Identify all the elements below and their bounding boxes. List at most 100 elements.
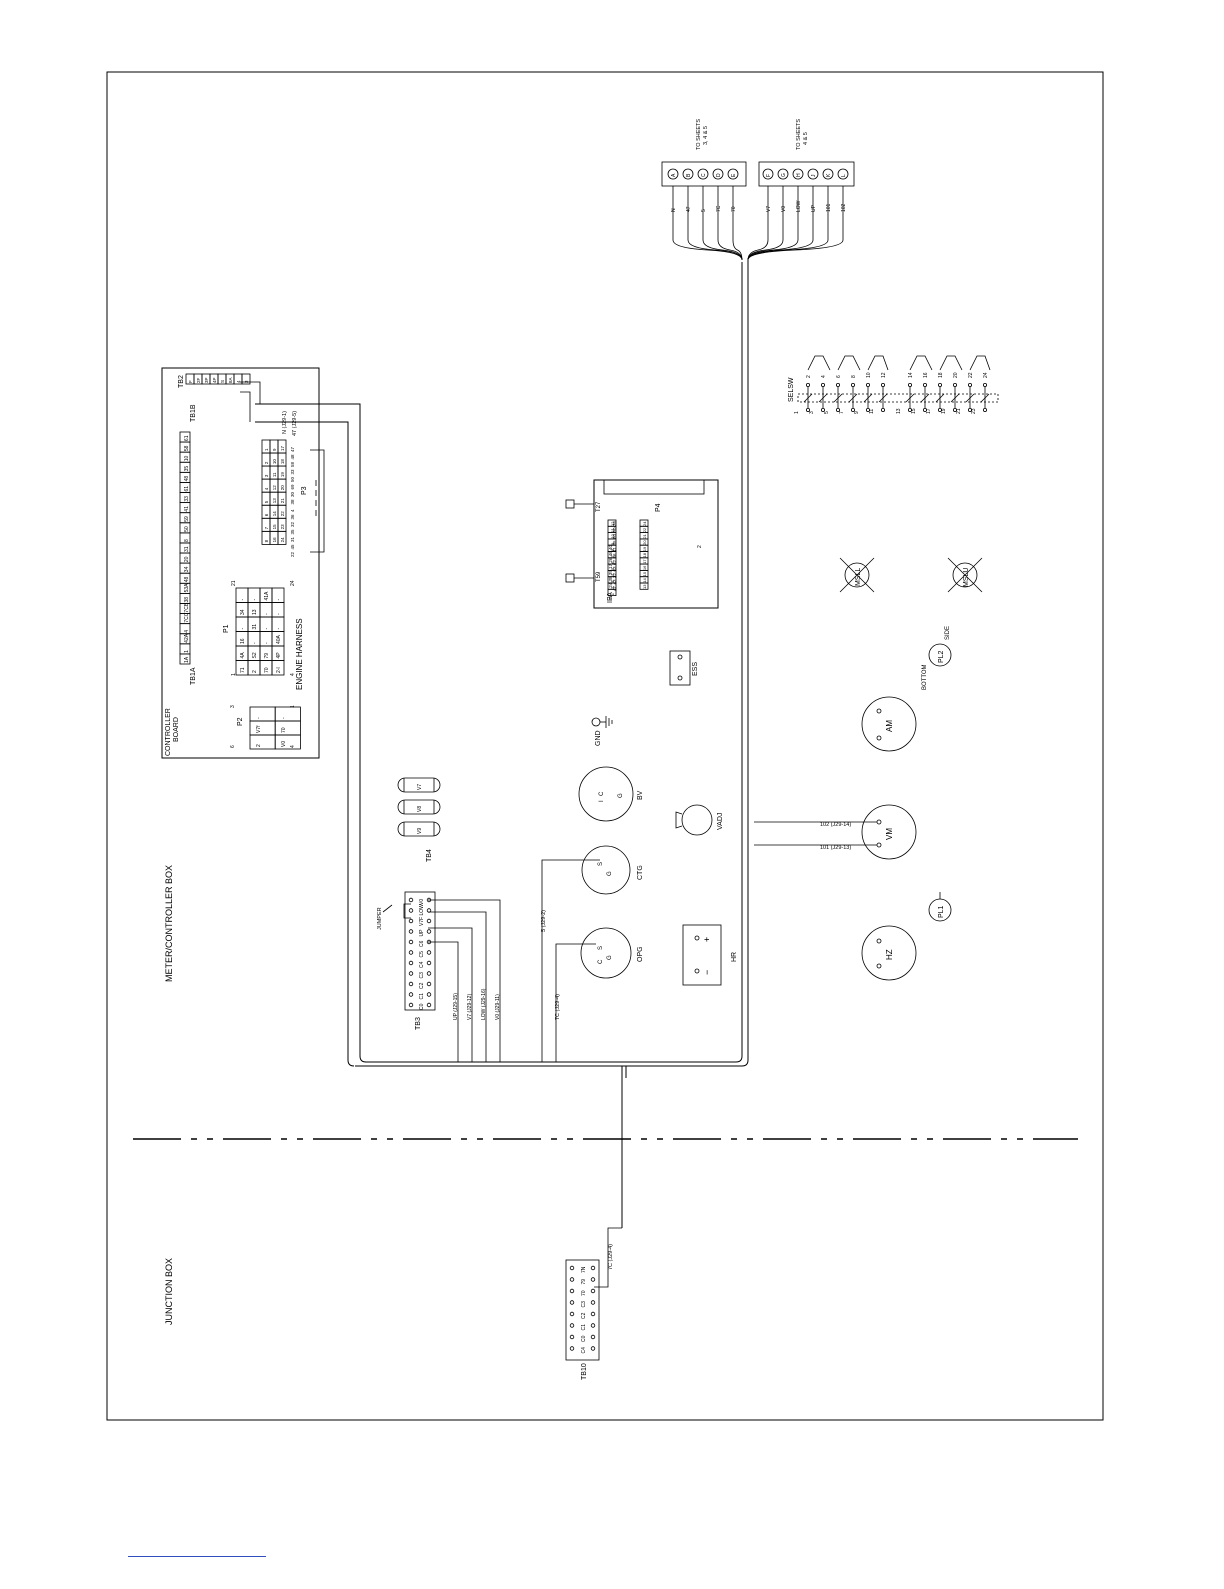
ipa-wire-label: 39	[608, 570, 613, 576]
tb3-label: TB3	[415, 1017, 422, 1030]
tb10-cell-label: 79	[581, 1279, 587, 1285]
selsw-blade	[950, 393, 960, 403]
lamp-mslu: MSLU	[947, 557, 983, 593]
selsw-contact	[938, 382, 943, 387]
tb10-cell-label: 7N	[581, 1266, 587, 1273]
t27-terminal	[565, 499, 575, 509]
selsw-contact	[836, 382, 841, 387]
tb3-terminal	[426, 929, 432, 934]
hr-term-minus	[694, 968, 700, 974]
connector-wire-label: N	[671, 208, 677, 212]
meter-controller-box-label: METER/CONTROLLER BOX	[164, 865, 174, 982]
p1-cell-label: -	[240, 628, 246, 630]
tb1-terminal-label: 1A	[184, 656, 190, 663]
tb3-terminal	[408, 918, 414, 924]
hr-label: HR	[731, 952, 738, 962]
controller-board-outline	[161, 367, 320, 759]
w47-wire-label: 47 (J29-5)	[292, 411, 298, 436]
tb1-terminal-label: 53A	[184, 583, 190, 593]
jumper-label: JUMPER	[377, 907, 383, 930]
ipa-pin-number: 17	[642, 559, 647, 564]
am-label: AM	[885, 720, 894, 732]
tb10-cell-label: 70	[581, 1290, 587, 1296]
tb10-terminal	[569, 1323, 575, 1328]
selsw-blade	[965, 393, 975, 403]
tb10-terminal	[590, 1277, 596, 1282]
am-meter	[861, 696, 917, 752]
p3-pin-number: 20	[280, 485, 285, 491]
connector-pin-d	[712, 168, 724, 180]
ipa-pin-cell	[639, 582, 649, 590]
connector-pin-label: D	[716, 173, 722, 177]
p2-pin-label: 6	[230, 745, 236, 748]
tb3-cell-label: C4	[419, 961, 425, 968]
connector-wire-label: LOW	[796, 200, 802, 212]
ipa-pin-number: 19	[642, 546, 647, 551]
pl2-bottom-label: BOTTOM	[922, 664, 928, 690]
selsw-bottom-terminal: 7	[839, 411, 845, 414]
trunk-wire-left	[365, 262, 743, 1063]
ipa-wire-label: 62	[612, 559, 617, 565]
footer-link-underline	[128, 1556, 266, 1557]
selsw-blade	[833, 393, 843, 403]
ctg-label: CTG	[637, 865, 644, 880]
tb10-cell-label: C2	[581, 1312, 587, 1319]
ipa-wire-label: 60	[612, 533, 617, 539]
selsw-contact	[866, 407, 871, 412]
vadj-knob	[681, 804, 713, 836]
selsw-contact	[821, 382, 826, 387]
tb10-terminal	[590, 1323, 596, 1328]
p1-cell-label: 34	[240, 609, 246, 615]
p3-pin-number: 15	[272, 524, 277, 530]
selsw-contact	[938, 407, 943, 412]
junction-box-label: JUNCTION BOX	[164, 1258, 174, 1325]
connector-wire	[747, 186, 784, 261]
connector-pin-j	[807, 168, 819, 180]
selsw-contact	[881, 382, 886, 387]
p3-pin-number: 19	[280, 472, 285, 478]
vm-wire-102-label: 102 (J29-14)	[820, 822, 851, 828]
selsw-contact	[953, 382, 958, 387]
p3-pin-number: 7	[264, 526, 269, 529]
ipa-module: IPA P4 T27 T59 2 36906035415662633243471…	[565, 479, 719, 609]
vm-label: VM	[885, 828, 894, 840]
ipa-pin-number: 14	[642, 577, 647, 582]
tb10-label: TB10	[581, 1363, 588, 1380]
tb1-terminal-label: 61	[184, 435, 190, 441]
selsw-contact	[983, 382, 988, 387]
tb2-terminal-label: F	[188, 380, 193, 383]
p3-pin-number: 11	[272, 472, 277, 477]
tb10-cell-label: C4	[581, 1347, 587, 1354]
selsw-contact	[806, 407, 811, 412]
selsw-blade	[980, 393, 990, 403]
tb3-wire-label: V0 (J29-11)	[495, 994, 501, 1020]
p3-wire-label: 58	[290, 461, 295, 467]
ipa-pin-number: 3	[610, 580, 615, 583]
tb1-terminal-label: 58	[184, 445, 190, 451]
connector-wire-label: V0	[781, 206, 787, 212]
selsw-contact	[881, 407, 886, 412]
ess-term-a	[677, 654, 683, 660]
p2-pin-label: 4	[290, 745, 296, 748]
selsw-contact	[953, 407, 958, 412]
t59-terminal	[565, 573, 575, 583]
p3-pin-number: 16	[272, 537, 277, 543]
selsw-top-terminal: 24	[983, 372, 989, 378]
p1-pin-1: 1	[231, 673, 237, 676]
bv-term-g: G	[618, 793, 624, 798]
connector-wire-label: 101	[826, 203, 832, 212]
mslu-lamp	[952, 562, 978, 588]
connector-pin-label: B	[686, 173, 692, 177]
selsw-blade	[863, 393, 873, 403]
connector-pin-label: K	[826, 173, 832, 177]
connector-pin-label: G	[781, 173, 787, 177]
ipa-pin-number: 9	[610, 542, 615, 545]
p1-cell-label: 2-l	[276, 667, 282, 673]
p3-wire-label: 50	[290, 476, 295, 482]
selsw-bottom-terminal: 3	[809, 411, 815, 414]
tb3-terminal	[426, 1002, 432, 1008]
tb10-cell-label: C3	[581, 1301, 587, 1308]
ipa-wire-label: 46	[608, 551, 613, 557]
p1-cell-label: -	[264, 628, 270, 630]
tb1-terminal-label: 7CB	[184, 602, 190, 612]
